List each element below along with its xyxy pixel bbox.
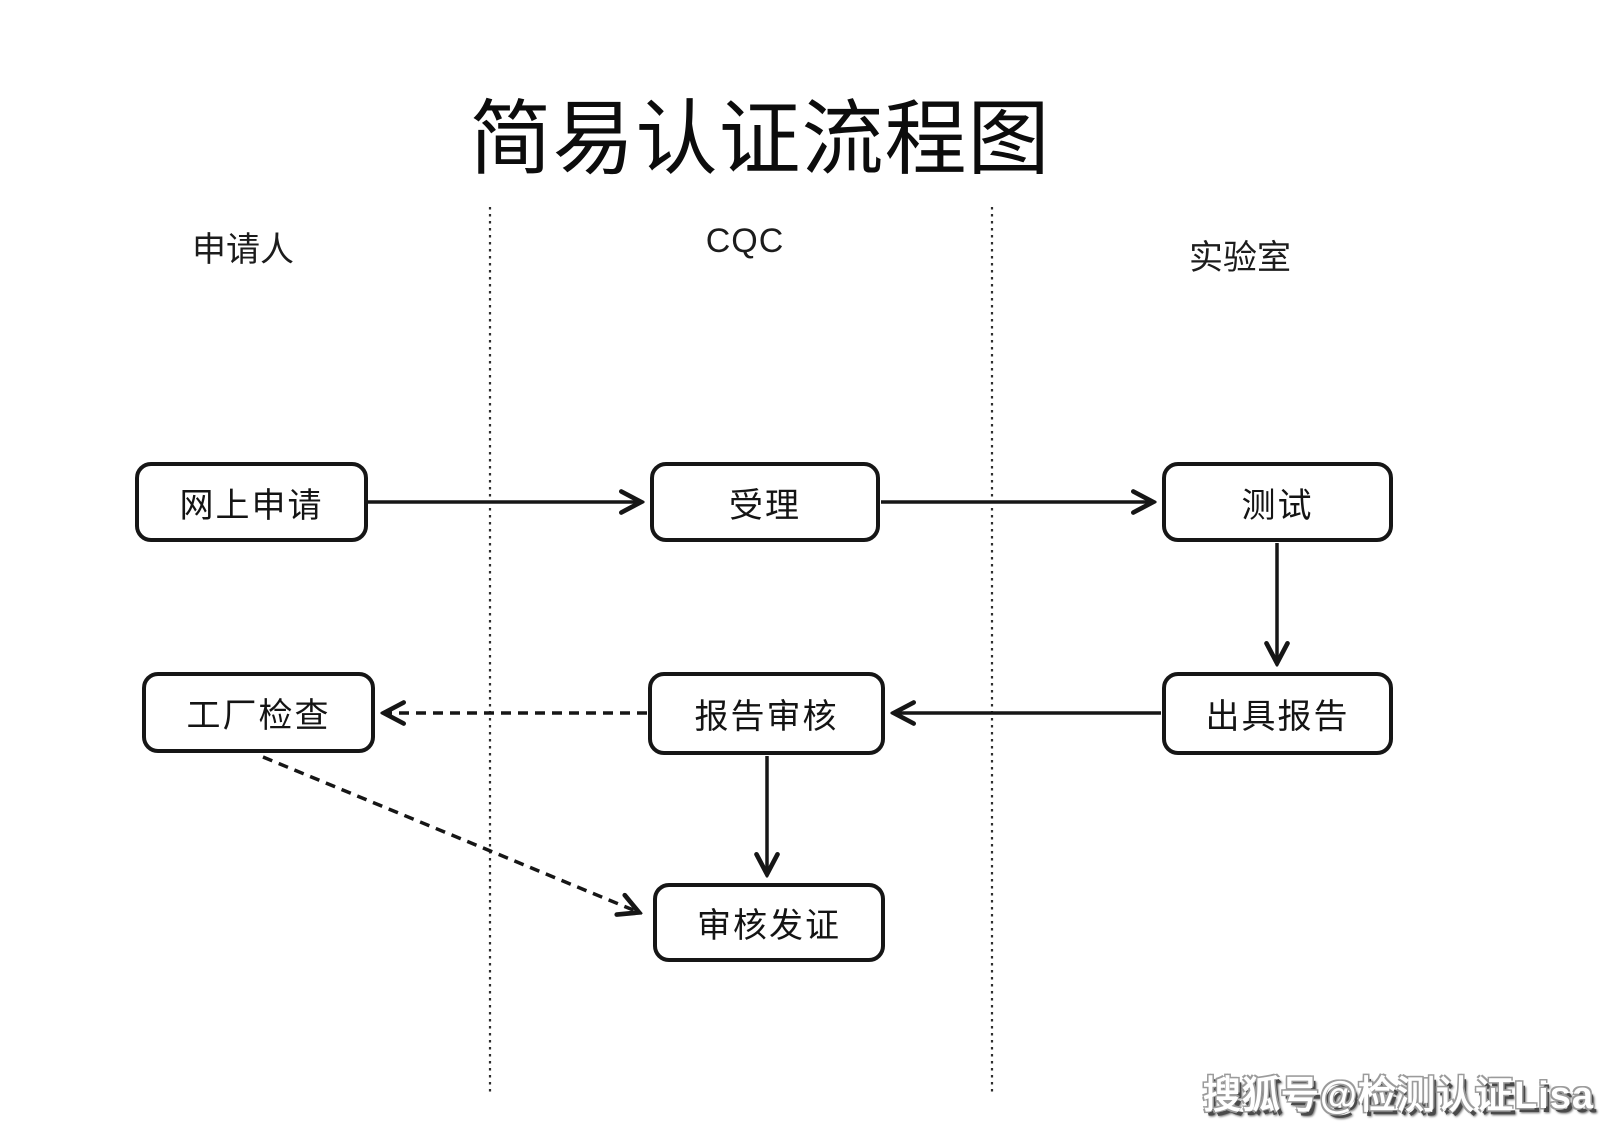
watermark-text: 搜狐号@检测认证Lisa xyxy=(1202,1075,1594,1117)
node-online-application: 网上申请 xyxy=(135,462,368,542)
node-testing-label: 测试 xyxy=(1241,486,1314,525)
lane-header-cqc: CQC xyxy=(705,222,785,260)
node-review-certify: 审核发证 xyxy=(653,883,885,962)
node-issue-report: 出具报告 xyxy=(1162,672,1393,755)
lane-header-applicant: 申请人 xyxy=(192,231,294,269)
edge-factory-inspection-to-review-certify xyxy=(262,755,638,912)
node-online-application-label: 网上申请 xyxy=(179,486,324,525)
node-review-certify-label: 审核发证 xyxy=(697,907,841,945)
node-report-review: 报告审核 xyxy=(648,672,885,755)
lane-header-laboratory: 实验室 xyxy=(1189,239,1291,277)
node-issue-report-label: 出具报告 xyxy=(1205,698,1350,736)
node-acceptance: 受理 xyxy=(650,462,880,542)
node-acceptance-label: 受理 xyxy=(729,486,801,525)
node-report-review-label: 报告审核 xyxy=(694,698,839,736)
node-factory-inspection-label: 工厂检查 xyxy=(186,697,331,735)
diagram-title: 简易认证流程图 xyxy=(469,94,1051,185)
node-testing: 测试 xyxy=(1162,462,1393,542)
node-factory-inspection: 工厂检查 xyxy=(142,672,375,753)
